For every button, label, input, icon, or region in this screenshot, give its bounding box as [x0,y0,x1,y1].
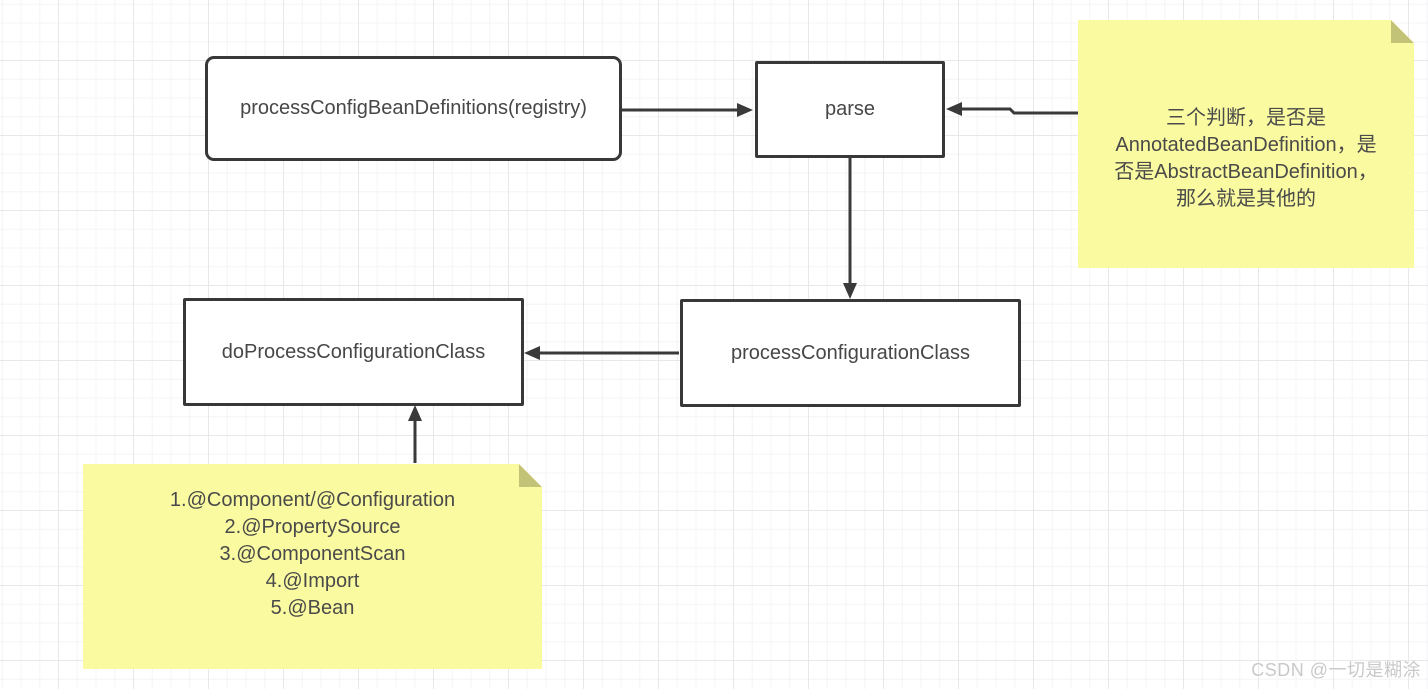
edge-processConfigBeanDefinitions-to-parse[interactable] [621,103,753,117]
note-line: 5.@Bean [270,597,355,619]
node-label: processConfigBeanDefinitions(registry) [240,97,587,119]
node-do-process-configuration-class[interactable]: doProcessConfigurationClass [183,298,524,406]
note-line: 2.@PropertySource [224,516,401,538]
edge-note-judgments-to-parse[interactable] [946,102,1078,116]
node-label: parse [824,98,876,120]
node-parse[interactable]: parse [755,61,945,158]
watermark: CSDN @一切是糊涂 [1251,660,1421,680]
node-label: processConfigurationClass [730,341,970,364]
sticky-note-judgments[interactable]: 三个判断，是否是 AnnotatedBeanDefinition，是 否是Abs… [1078,20,1414,268]
sticky-note-annotations[interactable]: 1.@Component/@Configuration 2.@PropertyS… [83,464,542,669]
note-line: 1.@Component/@Configuration [169,489,456,511]
node-process-config-bean-definitions[interactable]: processConfigBeanDefinitions(registry) [205,56,622,161]
note-line: 否是AbstractBeanDefinition， [1114,161,1378,183]
node-process-configuration-class[interactable]: processConfigurationClass [680,299,1021,407]
edge-note-annotations-to-doProcessConfigurationClass[interactable] [408,405,422,463]
note-line: 三个判断，是否是 [1166,107,1326,129]
node-label: doProcessConfigurationClass [221,340,486,363]
note-line: 4.@Import [265,570,360,592]
edge-parse-to-processConfigurationClass[interactable] [843,158,857,299]
note-line: 3.@ComponentScan [219,543,406,565]
note-line: AnnotatedBeanDefinition，是 [1115,134,1377,156]
edge-processConfigurationClass-to-doProcessConfigurationClass[interactable] [524,346,679,360]
note-line: 那么就是其他的 [1176,188,1316,210]
